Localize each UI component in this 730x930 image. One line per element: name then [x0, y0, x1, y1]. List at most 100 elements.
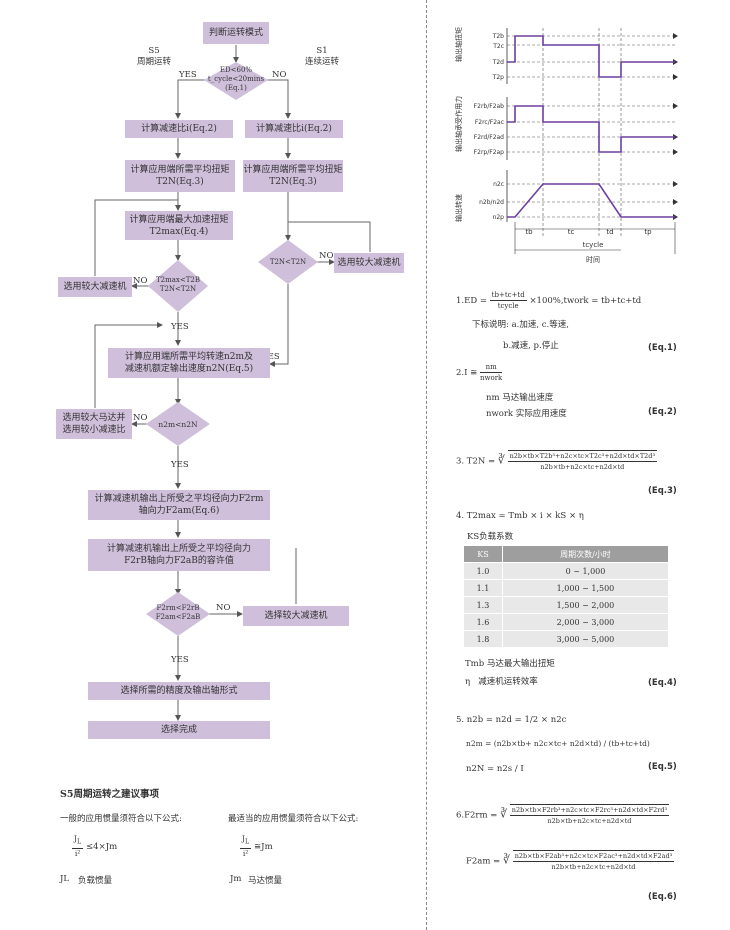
panel2-ylabel: 输出轴承受作用力: [455, 96, 463, 152]
yes-label-4: YES: [171, 460, 189, 470]
decision-force-text: F2rm<F2rB F2am<F2aB: [155, 604, 201, 621]
level-t2p: T2p: [492, 74, 504, 81]
selection-done: 选择完成: [88, 721, 270, 739]
eq6-axial: F2am = ∛ n2b×tb×F2ab³+n2c×tc×F2ac³+n2d×t…: [466, 850, 675, 871]
speed-series: [507, 183, 675, 218]
decision-speed-text: n2m<n2N: [158, 420, 198, 429]
force-allow-calc: 计算减速机输出上所受之平均径向力 F2rB轴向力F2aB的容许值: [88, 539, 270, 571]
decision-diamond-torque-left: [148, 260, 208, 312]
eq4-tmb: Tmb 马达最大输出扭矩: [465, 659, 555, 669]
decision-diamond-force: [146, 592, 210, 636]
level-n2b: n2b/n2d: [479, 199, 504, 206]
select-precision: 选择所需的精度及输出轴形式: [88, 682, 270, 700]
eq6-tag: (Eq.6): [648, 892, 677, 902]
level-f2rp: F2rp/F2ap: [474, 149, 505, 156]
level-t2d: T2d: [492, 59, 504, 66]
no-label-5: NO: [216, 603, 231, 613]
decision-diamond-ed: [204, 62, 268, 100]
eq5-line2: n2m = (n2b×tb+ n2c×tc+ n2d×td) / (tb+tc+…: [466, 739, 650, 748]
notes-left-text: 一般的应用惯量须符合以下公式:: [60, 814, 182, 824]
mode-s5-label: S5 周期运转: [137, 46, 172, 67]
jl-label: 负载惯量: [78, 876, 113, 886]
mode-s1-label: S1 连续运转: [305, 46, 340, 67]
eq1-tag: (Eq.1): [648, 343, 677, 353]
no-label-2: NO: [133, 276, 148, 286]
level-t2b: T2b: [492, 33, 504, 40]
calc-ratio-left: 计算减速比i(Eq.2): [125, 120, 233, 138]
calc-ratio-right: 计算减速比i(Eq.2): [245, 120, 343, 138]
flowchart-connectors: [94, 45, 371, 721]
flow-start: 判断运转模式: [203, 22, 269, 44]
jl-symbol: JL: [60, 874, 70, 884]
seg-cycle: tcycle: [583, 241, 604, 249]
eq2-tag: (Eq.2): [648, 407, 677, 417]
eq5-tag: (Eq.5): [648, 762, 677, 772]
decision-diamond-speed: [146, 402, 210, 446]
jm-symbol: Jm: [230, 874, 242, 884]
time-label: 时间: [586, 255, 600, 264]
level-n2p: n2p: [493, 214, 505, 221]
decision-torque-left-text: T2max<T2B T2N<T2N: [155, 276, 200, 293]
eq2-line2: nwork 实际应用速度: [486, 409, 567, 419]
ks-header: KS: [463, 545, 503, 563]
bigger-motor: 选用较大马达并 选用较小减速比: [56, 409, 132, 439]
max-accel-torque: 计算应用端最大加速扭矩 T2max(Eq.4): [125, 211, 233, 240]
bigger-reducer-left: 选用较大减速机: [58, 277, 132, 297]
yes-label-5: YES: [171, 655, 189, 665]
torque-avg-left: 计算应用端所需平均扭矩 T2N(Eq.3): [125, 160, 235, 192]
level-n2c: n2c: [493, 181, 504, 188]
eq1-note1: 下标说明: a.加速, c.等速,: [472, 320, 569, 330]
notes-right-text: 最适当的应用惯量须符合以下公式:: [228, 814, 359, 824]
panel3-ylabel: 输出转速: [455, 194, 463, 222]
bigger-reducer-force: 选择较大减速机: [243, 606, 349, 626]
force-avg-calc: 计算减速机输出上所受之平均径向力F2rm 轴向力F2am(Eq.6): [88, 490, 270, 520]
level-f2rc: F2rc/F2ac: [475, 119, 504, 126]
no-label-1: NO: [272, 70, 287, 80]
seg-tc: tc: [568, 228, 575, 236]
avg-speed-calc: 计算应用端所需平均转速n2m及 减速机额定输出速度n2N(Eq.5): [108, 348, 270, 378]
eq4-tag: (Eq.4): [648, 678, 677, 688]
jm-label: 马达惯量: [248, 876, 283, 886]
cycles-header: 周期次数/小时: [501, 545, 670, 563]
level-f2rb: F2rb/F2ab: [474, 103, 505, 110]
panel1-ylabel: 输出轴扭矩: [455, 27, 463, 62]
bigger-reducer-right: 选用较大减速机: [334, 253, 404, 273]
eq6-radial: 6.F2rm = ∛ n2b×tb×F2rb³+n2c×tc×F2rc³+n2d…: [456, 804, 670, 825]
eq4-kf: KS负载系数: [467, 532, 514, 542]
decision-ed-text: ED<60% t_cycle<20mins (Eq.1): [207, 66, 265, 92]
eq5-line3: n2N = n2s / I: [466, 764, 524, 774]
level-f2rd: F2rd/F2ad: [474, 134, 504, 141]
yes-label-2: YES: [171, 322, 189, 332]
eq4-eta: η 减速机运转效率: [465, 677, 538, 687]
decision-diamond-torque-right: [258, 240, 318, 284]
no-label-4: NO: [133, 413, 148, 423]
no-label-3: NO: [319, 251, 334, 261]
eq2-line1: nm 马达输出速度: [486, 393, 554, 403]
yes-label-3: YES: [262, 352, 280, 362]
torque-avg-right: 计算应用端所需平均扭矩 T2N(Eq.3): [243, 160, 343, 192]
eq4-main: 4. T2max = Tmb × i × kS × η: [456, 511, 584, 521]
seg-td: td: [606, 228, 613, 236]
force-series: [507, 105, 675, 153]
decision-torque-right-text: T2N<T2N: [269, 258, 307, 266]
page-divider: [426, 0, 427, 930]
eq1-note2: b.减速, p.停止: [503, 341, 559, 351]
eq3-tag: (Eq.3): [648, 486, 677, 496]
level-t2c: T2c: [492, 43, 504, 50]
eq5-line1: 5. n2b = n2d = 1/2 × n2c: [456, 715, 567, 725]
eq3: 3. T2N = ∛ n2b×tb×T2b³+n2c×tc×T2c³+n2d×t…: [456, 450, 658, 471]
yes-label-1: YES: [179, 70, 197, 80]
notes-title: S5周期运转之建议事项: [60, 789, 159, 800]
seg-tp: tp: [644, 228, 652, 236]
seg-tb: tb: [525, 228, 533, 236]
